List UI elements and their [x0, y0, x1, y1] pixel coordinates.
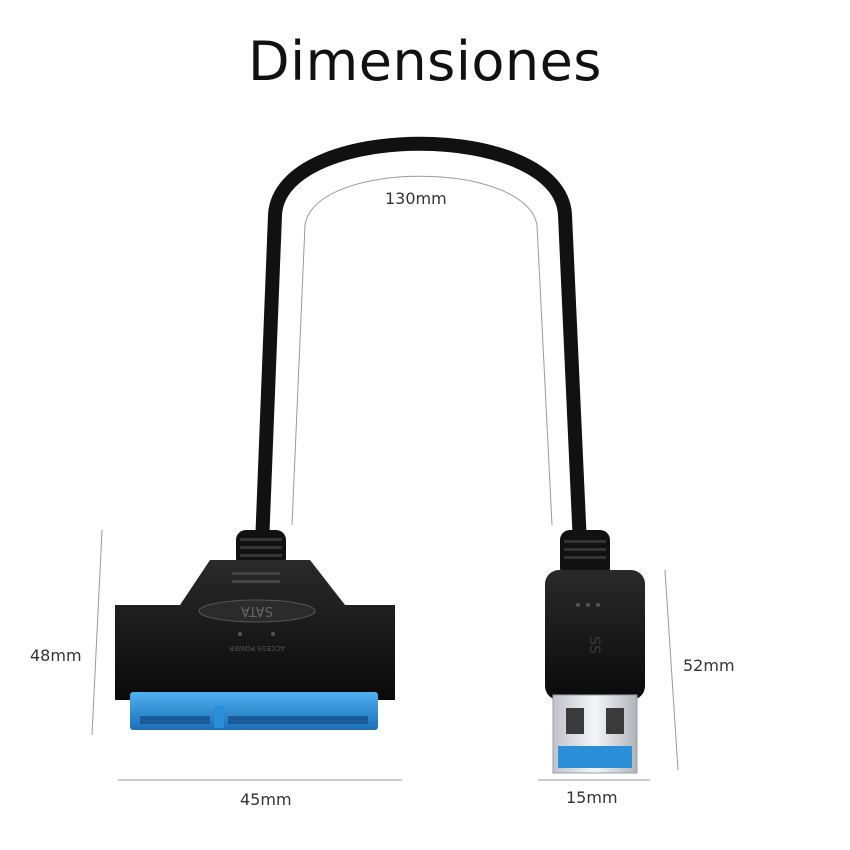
sata-strain-relief	[236, 530, 286, 568]
cable-length-label: 130mm	[385, 189, 447, 208]
usb-height-line	[664, 569, 679, 771]
usb-strain-relief	[560, 530, 610, 578]
usb-cable	[255, 136, 587, 552]
sata-connector: SATA ACCESS POWER	[115, 560, 395, 730]
svg-text:SS: SS	[586, 636, 602, 654]
cable-length-line	[291, 175, 553, 526]
power-label: ACCESS POWER	[229, 644, 285, 652]
sata-width-label: 45mm	[240, 790, 292, 809]
sata-height-line	[91, 529, 103, 736]
usb-width-label: 15mm	[566, 788, 618, 807]
page-title: Dimensiones	[248, 30, 602, 93]
usb-height-label: 52mm	[683, 656, 735, 675]
usb-connector: SS	[545, 570, 645, 774]
sata-height-label: 48mm	[30, 646, 82, 665]
sata-label: SATA	[241, 603, 273, 618]
